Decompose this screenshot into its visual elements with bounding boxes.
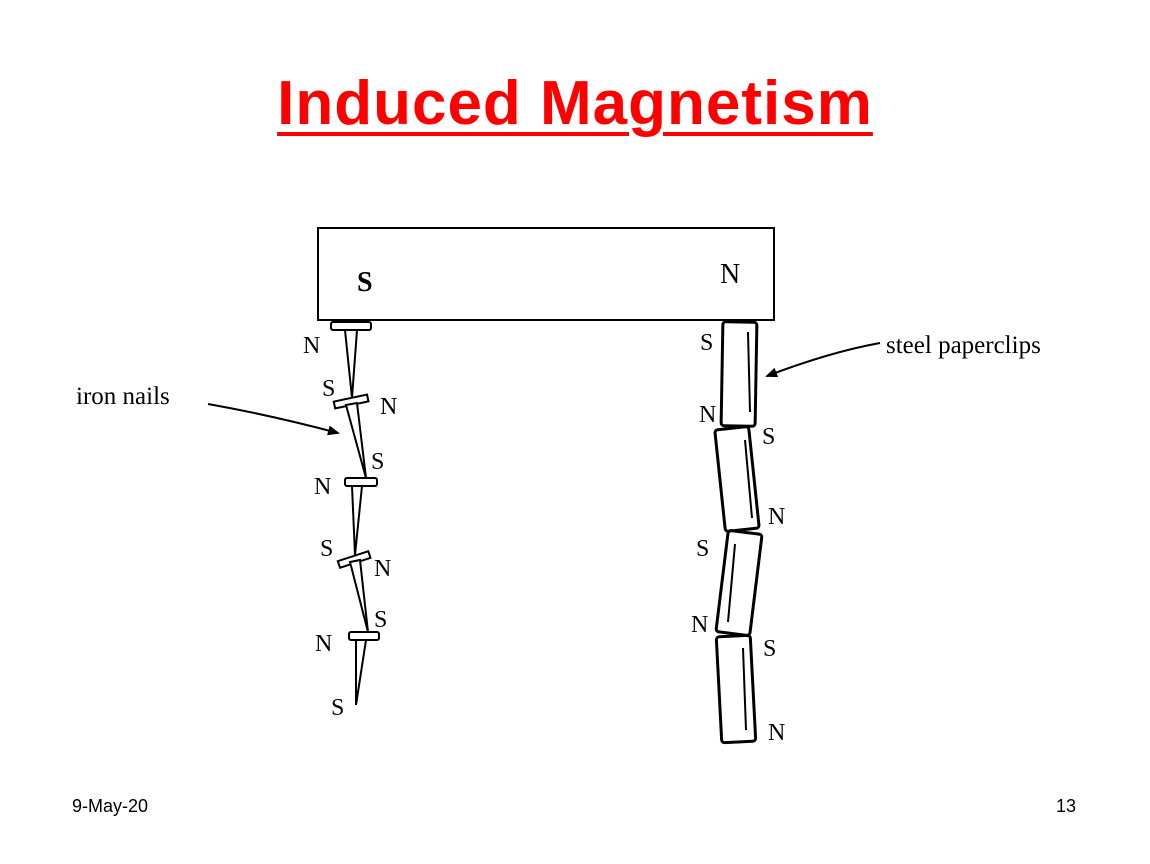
clip-pole-s: S [763, 636, 776, 662]
paperclip-chain [713, 320, 764, 745]
bar-magnet [317, 227, 775, 321]
steel-paperclips-label: steel paperclips [886, 332, 1041, 359]
iron-nail-chain [330, 321, 380, 706]
nail-pole-n: N [315, 631, 332, 657]
iron-nail [332, 393, 370, 479]
slide-date: 9-May-20 [72, 796, 149, 816]
steel-paperclips-arrow [765, 342, 881, 378]
nail-pole-s: S [331, 695, 344, 721]
iron-nail [344, 477, 378, 556]
nail-pole-s: S [320, 536, 333, 562]
nail-pole-labels: N S N S N S N S N S [303, 333, 397, 721]
clip-pole-s: S [762, 424, 775, 450]
steel-paperclip [713, 425, 761, 533]
steel-paperclip [714, 633, 758, 745]
clip-pole-n: N [768, 504, 785, 530]
nail-pole-n: N [314, 474, 331, 500]
slide-page-number: 13 [1055, 796, 1076, 816]
magnet-north-pole: N [720, 259, 740, 290]
clip-pole-s: S [700, 330, 713, 356]
iron-nail [348, 631, 380, 706]
clip-pole-n: N [768, 720, 785, 746]
iron-nails-arrow [207, 403, 340, 436]
clip-pole-s: S [696, 536, 709, 562]
nail-pole-s: S [322, 376, 335, 402]
iron-nails-label: iron nails [76, 383, 170, 410]
iron-nail [330, 321, 372, 399]
clip-pole-labels: S N S N S N S N [691, 330, 785, 746]
nail-pole-n: N [380, 394, 397, 420]
steel-paperclip [719, 320, 759, 428]
clip-pole-n: N [699, 402, 716, 428]
slide-title: Induced Magnetism [277, 69, 873, 138]
clip-pole-n: N [691, 612, 708, 638]
iron-nail [336, 549, 372, 633]
magnet-south-pole: S [357, 267, 373, 298]
nail-pole-n: N [303, 333, 320, 359]
nail-pole-s: S [374, 607, 387, 633]
nail-pole-s: S [371, 449, 384, 475]
nail-pole-n: N [374, 556, 391, 582]
steel-paperclip [714, 529, 764, 637]
